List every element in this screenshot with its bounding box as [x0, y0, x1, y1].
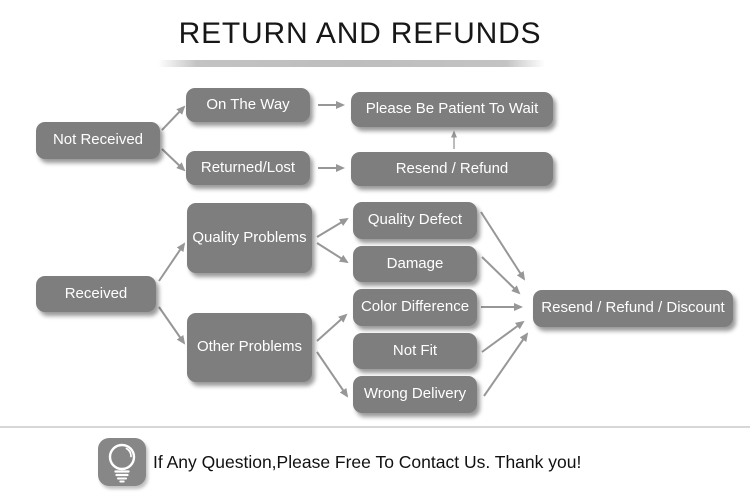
footer-divider: [0, 426, 750, 428]
arrow-wrong-delivery-to-discount: [483, 332, 529, 397]
node-quality-problems: Quality Problems: [187, 203, 312, 273]
node-received: Received: [36, 276, 156, 312]
arrow-received-to-quality-problems: [158, 242, 186, 282]
node-please-be-patient-to-wait: Please Be Patient To Wait: [351, 92, 553, 127]
node-on-the-way: On The Way: [186, 88, 310, 122]
arrow-not-received-to-returned-lost: [161, 148, 186, 172]
lightbulb-icon: [98, 438, 146, 486]
node-other-problems: Other Problems: [187, 313, 312, 382]
node-not-fit: Not Fit: [353, 333, 477, 369]
title-underline: [158, 60, 545, 67]
node-returned-lost: Returned/Lost: [186, 151, 310, 185]
node-damage: Damage: [353, 246, 477, 282]
arrow-received-to-other-problems: [158, 306, 186, 345]
arrow-quality-problems-to-damage: [316, 242, 349, 264]
arrow-quality-problems-to-quality-defect: [316, 217, 349, 238]
node-not-received: Not Received: [36, 122, 160, 159]
arrow-damage-to-discount: [481, 256, 521, 295]
lightbulb-glyph: [108, 443, 136, 483]
page-title: RETURN AND REFUNDS: [178, 17, 542, 50]
arrow-not-received-to-on-the-way: [161, 105, 186, 131]
arrow-not-fit-to-discount: [481, 320, 525, 353]
node-resend-refund-discount: Resend / Refund / Discount: [533, 290, 733, 327]
node-resend-refund: Resend / Refund: [351, 152, 553, 186]
node-wrong-delivery: Wrong Delivery: [353, 376, 477, 413]
arrow-quality-defect-to-discount: [480, 211, 526, 281]
arrow-other-problems-to-color-difference: [316, 313, 348, 342]
node-color-difference: Color Difference: [353, 289, 477, 326]
arrow-other-problems-to-wrong-delivery: [316, 351, 349, 398]
node-quality-defect: Quality Defect: [353, 202, 477, 239]
footer-message: If Any Question,Please Free To Contact U…: [153, 452, 582, 472]
